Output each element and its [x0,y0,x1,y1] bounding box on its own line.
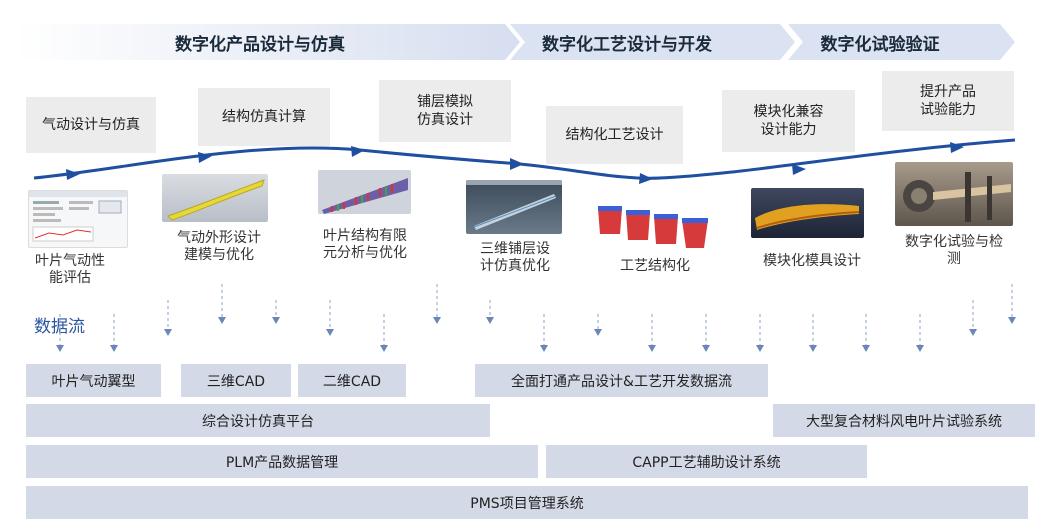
flow-arrow-5 [639,173,653,184]
dataflow-arrow-head [540,345,548,352]
dataflow-arrow-head [916,345,924,352]
process-parts-image [594,200,714,252]
process-flow-curve [33,138,1016,184]
stage-modular-design: 模块化兼容 设计能力 [722,90,855,152]
caption-shape-design: 气动外形设计 建模与优化 [177,230,261,263]
phase-banner-shapes [15,24,1015,60]
phase-label-process-design: 数字化工艺设计与开发 [542,34,712,55]
dataflow-arrow-head [380,345,388,352]
caption-modular-mold: 模块化模具设计 [763,253,861,269]
bar-blade-test-system: 大型复合材料风电叶片试验系统 [773,404,1035,437]
flow-arrow-6 [792,164,806,175]
dataflow-arrow-head [110,345,118,352]
bar-airfoil: 叶片气动翼型 [26,364,161,397]
bar-dataflow-integration: 全面打通产品设计&工艺开发数据流 [475,364,768,397]
phase-3-chevron [788,24,1015,60]
stage-structure-sim: 结构仿真计算 [198,88,330,146]
dataflow-arrow-head [648,345,656,352]
dataflow-arrow-head [272,317,280,324]
software-screenshot-image [28,190,128,248]
flow-arrow-3 [351,146,365,157]
caption-digital-testing: 数字化试验与检 测 [905,234,1003,267]
caption-fea-analysis: 叶片结构有限 元分析与优化 [323,228,407,261]
dataflow-arrow-head [594,329,602,336]
bar-plm: PLM产品数据管理 [26,445,538,478]
dataflow-arrow-head [486,317,494,324]
blade-model-image [162,174,268,222]
dataflow-arrow-head [326,329,334,336]
phase-label-product-design: 数字化产品设计与仿真 [175,34,345,55]
dataflow-arrow-head [1008,317,1016,324]
flow-arrow-4 [510,158,524,170]
phase-2-chevron [510,24,795,60]
dataflow-arrow-head [809,345,817,352]
phase-label-test-verification: 数字化试验验证 [820,34,940,55]
dataflow-arrow-head [164,329,172,336]
dataflow-arrow-head [862,345,870,352]
dataflow-arrow-head [702,345,710,352]
bar-2d-cad: 二维CAD [298,364,406,397]
caption-layup-optimization: 三维铺层设 计仿真优化 [480,241,550,274]
flow-curve-line [33,138,1016,180]
dataflow-arrow-head [56,345,64,352]
flow-arrow-2 [198,152,212,163]
phase-1-chevron [15,24,520,60]
dataflow-arrow-head [969,329,977,336]
caption-aero-evaluation: 叶片气动性 能评估 [35,253,105,286]
layup-simulation-image [466,180,562,234]
dataflow-arrow-head [433,317,441,324]
dataflow-arrows [56,284,1016,352]
dataflow-arrow-head [218,317,226,324]
flow-arrow-7 [950,142,964,153]
caption-process-structuring: 工艺结构化 [620,258,690,274]
bar-design-sim-platform: 综合设计仿真平台 [26,404,490,437]
stage-structured-process: 结构化工艺设计 [546,106,683,164]
flow-arrow-1 [66,169,80,180]
bar-pms: PMS项目管理系统 [26,486,1028,519]
bar-3d-cad: 三维CAD [181,364,291,397]
stage-layup-sim: 铺层模拟 仿真设计 [379,80,511,142]
test-rig-photo-image [895,162,1013,226]
stage-test-capability: 提升产品 试验能力 [882,71,1014,131]
dataflow-arrow-head [756,345,764,352]
stage-aero-design: 气动设计与仿真 [26,97,156,153]
fea-mesh-image [318,170,411,214]
mold-model-image [751,188,864,238]
bar-capp: CAPP工艺辅助设计系统 [546,445,867,478]
